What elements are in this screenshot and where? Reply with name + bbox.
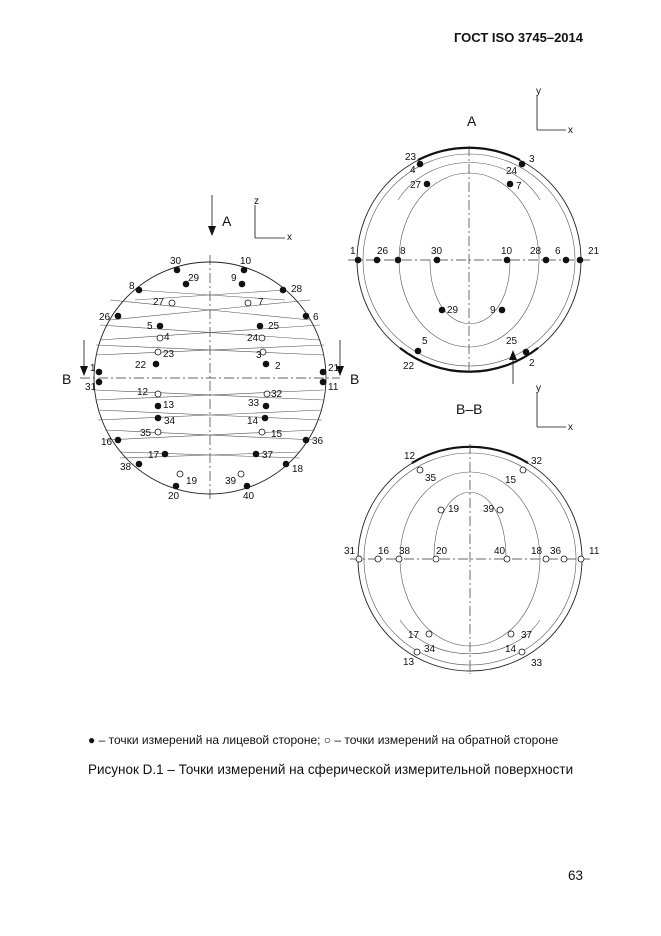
figure-caption: Рисунок D.1 – Точки измерений на сфериче… xyxy=(88,762,574,777)
svg-text:17: 17 xyxy=(148,450,160,461)
svg-text:29: 29 xyxy=(447,305,459,316)
svg-text:21: 21 xyxy=(588,246,600,257)
view-a-x-axis-label: x xyxy=(568,125,573,136)
svg-text:1: 1 xyxy=(350,246,356,257)
svg-text:40: 40 xyxy=(243,491,255,502)
svg-text:5: 5 xyxy=(147,321,153,332)
svg-text:10: 10 xyxy=(240,256,252,267)
svg-text:17: 17 xyxy=(408,630,420,641)
x-axis-label: x xyxy=(287,232,292,243)
svg-text:27: 27 xyxy=(153,297,165,308)
view-a-title: A xyxy=(467,113,477,129)
svg-text:14: 14 xyxy=(505,644,517,655)
svg-text:22: 22 xyxy=(135,360,147,371)
svg-text:18: 18 xyxy=(292,464,304,475)
svg-text:24: 24 xyxy=(247,333,259,344)
svg-text:9: 9 xyxy=(490,305,496,316)
svg-text:31: 31 xyxy=(344,546,356,557)
document-header: ГОСТ ISO 3745–2014 xyxy=(453,30,583,45)
svg-text:36: 36 xyxy=(550,546,562,557)
svg-text:16: 16 xyxy=(378,546,390,557)
svg-text:15: 15 xyxy=(505,475,517,486)
view-a-label: A xyxy=(222,213,232,229)
svg-text:37: 37 xyxy=(521,630,533,641)
svg-text:25: 25 xyxy=(268,321,280,332)
svg-text:4: 4 xyxy=(164,332,170,343)
svg-text:31: 31 xyxy=(85,382,97,393)
svg-text:35: 35 xyxy=(425,473,437,484)
svg-text:23: 23 xyxy=(163,349,175,360)
section-marker-left: B xyxy=(62,371,71,387)
svg-text:6: 6 xyxy=(555,246,561,257)
svg-text:7: 7 xyxy=(516,181,522,192)
svg-text:40: 40 xyxy=(494,546,506,557)
svg-text:26: 26 xyxy=(377,246,389,257)
page-number: 63 xyxy=(567,868,583,883)
svg-text:20: 20 xyxy=(436,546,448,557)
svg-text:28: 28 xyxy=(530,246,542,257)
svg-text:3: 3 xyxy=(256,350,262,361)
side-view: A z x B B xyxy=(62,195,359,502)
svg-text:19: 19 xyxy=(186,476,198,487)
svg-text:21: 21 xyxy=(328,363,340,374)
section-x-axis-label: x xyxy=(568,422,573,433)
svg-text:6: 6 xyxy=(313,312,319,323)
section-marker-right: B xyxy=(350,371,359,387)
svg-text:15: 15 xyxy=(271,429,283,440)
section-bb-title: B–B xyxy=(456,401,482,417)
svg-text:8: 8 xyxy=(129,281,135,292)
svg-text:20: 20 xyxy=(168,491,180,502)
svg-text:34: 34 xyxy=(424,644,436,655)
svg-text:39: 39 xyxy=(483,504,495,515)
svg-text:38: 38 xyxy=(399,546,411,557)
section-bb: B–B y x 12 32 35 15 19 39 31 16 38 20 40 xyxy=(344,383,600,674)
svg-text:10: 10 xyxy=(501,246,513,257)
svg-text:7: 7 xyxy=(258,297,264,308)
svg-text:29: 29 xyxy=(188,273,200,284)
svg-text:5: 5 xyxy=(422,336,428,347)
svg-text:2: 2 xyxy=(275,361,281,372)
figure-legend: ● – точки измерений на лицевой стороне; … xyxy=(88,733,559,747)
svg-text:33: 33 xyxy=(248,398,260,409)
svg-text:16: 16 xyxy=(101,437,113,448)
svg-text:19: 19 xyxy=(448,504,460,515)
svg-text:32: 32 xyxy=(271,389,283,400)
z-axis-label: z xyxy=(254,196,259,207)
svg-text:18: 18 xyxy=(531,546,543,557)
section-y-axis-label: y xyxy=(536,383,541,394)
svg-text:39: 39 xyxy=(225,476,237,487)
svg-text:34: 34 xyxy=(164,416,176,427)
svg-text:33: 33 xyxy=(531,658,543,669)
svg-text:24: 24 xyxy=(506,166,518,177)
svg-text:13: 13 xyxy=(403,657,415,668)
svg-text:4: 4 xyxy=(410,165,416,176)
svg-text:32: 32 xyxy=(531,456,543,467)
svg-text:13: 13 xyxy=(163,400,175,411)
svg-text:11: 11 xyxy=(328,382,339,393)
svg-text:23: 23 xyxy=(405,152,417,163)
svg-text:8: 8 xyxy=(400,246,406,257)
svg-text:2: 2 xyxy=(529,358,535,369)
svg-text:3: 3 xyxy=(529,154,535,165)
svg-text:1: 1 xyxy=(90,363,96,374)
svg-text:37: 37 xyxy=(262,450,274,461)
svg-text:9: 9 xyxy=(231,273,237,284)
svg-text:26: 26 xyxy=(99,312,111,323)
svg-text:30: 30 xyxy=(170,256,182,267)
svg-text:25: 25 xyxy=(506,336,518,347)
svg-text:11: 11 xyxy=(589,546,600,557)
svg-text:12: 12 xyxy=(137,387,149,398)
svg-text:38: 38 xyxy=(120,462,132,473)
svg-text:22: 22 xyxy=(403,361,415,372)
svg-text:36: 36 xyxy=(312,436,324,447)
view-a-y-axis-label: y xyxy=(536,86,541,97)
svg-text:30: 30 xyxy=(431,246,443,257)
svg-text:28: 28 xyxy=(291,284,303,295)
svg-text:14: 14 xyxy=(247,416,259,427)
svg-text:35: 35 xyxy=(140,428,152,439)
svg-text:27: 27 xyxy=(410,180,422,191)
svg-text:12: 12 xyxy=(404,451,416,462)
